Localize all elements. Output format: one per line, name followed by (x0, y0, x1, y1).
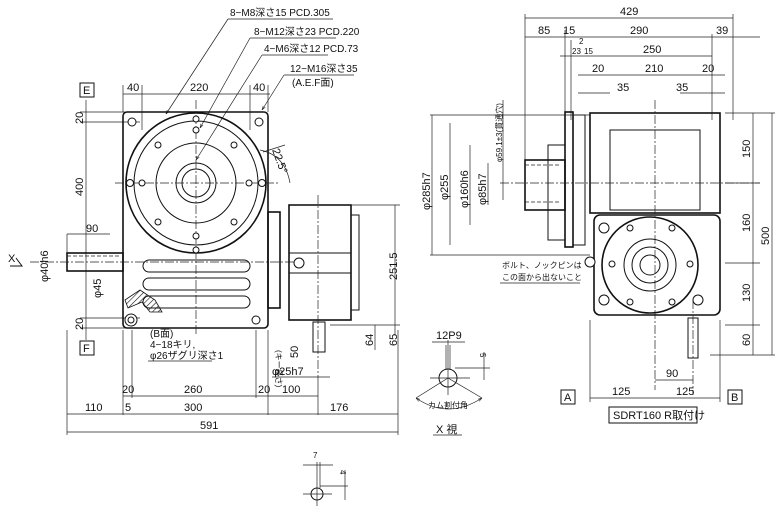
dim-shaft-25: φ25h7 (272, 366, 304, 378)
dim-35b: 35 (676, 82, 688, 94)
callout-faces: (A.E.F面) (292, 78, 334, 89)
dim-15b: 15 (584, 47, 593, 56)
dim-bottom-110: 110 (85, 402, 103, 414)
key-detail-dim-7: 7 (313, 451, 318, 460)
dim-125-right: 125 (676, 386, 694, 398)
dim-130: 130 (741, 284, 753, 302)
dim-150: 150 (741, 140, 753, 158)
dim-shaft-dia-45: φ45 (92, 279, 104, 298)
callout-group: 8−M8深さ15 PCD.305 8−M12深さ23 PCD.220 4−M6深… (166, 7, 360, 160)
dim-dia-285: φ285h7 (421, 172, 433, 210)
dim-bottom-20-right: 20 (258, 384, 270, 396)
dim-429: 429 (620, 6, 638, 18)
dim-left-400: 400 (74, 178, 86, 196)
side-view: 429 85 15 290 39 2 23 15 250 20 210 20 3… (421, 6, 775, 424)
view-arrow-x: X (8, 253, 16, 265)
dim-210: 210 (645, 63, 663, 75)
gearbox-flange (267, 211, 281, 309)
dim-500: 500 (760, 227, 772, 245)
output-shaft (312, 321, 326, 353)
face-label-b-box (727, 389, 743, 405)
dim-angle: 22.5° (269, 147, 289, 175)
callout-m12: 8−M12深さ23 PCD.220 (254, 26, 360, 38)
dim-39: 39 (716, 25, 728, 37)
side-gear-flange (601, 216, 699, 314)
dim-bottom-176: 176 (330, 402, 348, 414)
dim-overall-591: 591 (200, 420, 218, 432)
x-view-arc-label: カム割付角 (428, 400, 468, 410)
side-flange-plate (564, 111, 574, 248)
dim-bottom-100: 100 (282, 384, 300, 396)
section-hatch (124, 289, 163, 313)
face-label-e-box (79, 82, 95, 98)
dim-64: 64 (364, 334, 376, 346)
x-view-title: X 視 (436, 422, 457, 436)
dim-290: 290 (630, 25, 648, 37)
face-label-a: A (564, 392, 572, 404)
key-length-label: (キー長さ) (274, 350, 283, 388)
dim-160: 160 (741, 214, 753, 232)
dim-left-20-bottom: 20 (74, 318, 86, 330)
dim-dia-59: φ59.1±3(貫通穴) (494, 103, 504, 162)
key-detail: 7 4 (303, 451, 348, 506)
front-view: 8−M8深さ15 PCD.305 8−M12深さ23 PCD.220 4−M6深… (8, 7, 400, 435)
dim-251-5: 251.5 (388, 252, 400, 280)
dim-15a: 15 (563, 25, 575, 37)
dim-125-left: 125 (612, 386, 630, 398)
dim-left-20-top: 20 (74, 112, 86, 124)
dim-top-220: 220 (190, 82, 208, 94)
dim-90: 90 (666, 368, 678, 380)
dim-shaft-90: 90 (86, 223, 98, 235)
callout-m8: 8−M8深さ15 PCD.305 (230, 7, 330, 19)
note-b-face: (B面) (150, 329, 173, 340)
dim-2: 2 (579, 37, 584, 46)
dim-bottom-5: 5 (125, 402, 131, 414)
x-view-dim-12p9: 12P9 (436, 330, 462, 342)
x-view-detail: 12P9 5 カム割付角 X 視 (416, 330, 490, 436)
note-counterbore: φ26ザグリ深さ1 (150, 349, 224, 362)
dim-key-50: 50 (289, 346, 301, 358)
dim-shaft-dia-40: φ40h6 (39, 250, 51, 282)
callout-m6: 4−M6深さ12 PCD.73 (264, 43, 359, 55)
face-label-f: F (83, 343, 90, 355)
dim-bottom-260: 260 (184, 384, 202, 396)
dim-250: 250 (643, 44, 661, 56)
note-bolt-line1: ボルト、ノックピンは (502, 261, 582, 270)
note-bolt-line2: この面から出ないこと (502, 272, 582, 282)
callout-m16: 12−M16深さ35 (290, 63, 358, 75)
dim-top-40-left: 40 (127, 82, 139, 94)
note-drill: 4−18キリ, (150, 340, 195, 351)
side-hub (524, 159, 566, 211)
model-label-box (608, 406, 698, 424)
dim-65: 65 (388, 334, 400, 346)
key-detail-dim-4: 4 (338, 470, 347, 475)
dim-85: 85 (538, 25, 550, 37)
face-label-b: B (731, 392, 738, 404)
x-view-dim-5: 5 (478, 353, 487, 358)
dim-dia-255: φ255 (439, 175, 451, 201)
dim-23: 23 (572, 47, 581, 56)
face-label-e: E (83, 85, 90, 97)
bolt-holes (126, 115, 266, 254)
dim-dia-160: φ160h6 (459, 170, 471, 208)
dim-20b: 20 (702, 63, 714, 75)
dim-20a: 20 (592, 63, 604, 75)
dim-top-40-right: 40 (253, 82, 265, 94)
dim-60: 60 (741, 334, 753, 346)
model-label: SDRT160 R取付け (613, 409, 705, 422)
dim-bottom-300: 300 (184, 402, 202, 414)
dim-bottom-20-left: 20 (122, 384, 134, 396)
dim-dia-85: φ85h7 (477, 173, 489, 205)
dim-35a: 35 (617, 82, 629, 94)
face-label-f-box (79, 340, 95, 356)
face-label-a-box (560, 389, 576, 405)
